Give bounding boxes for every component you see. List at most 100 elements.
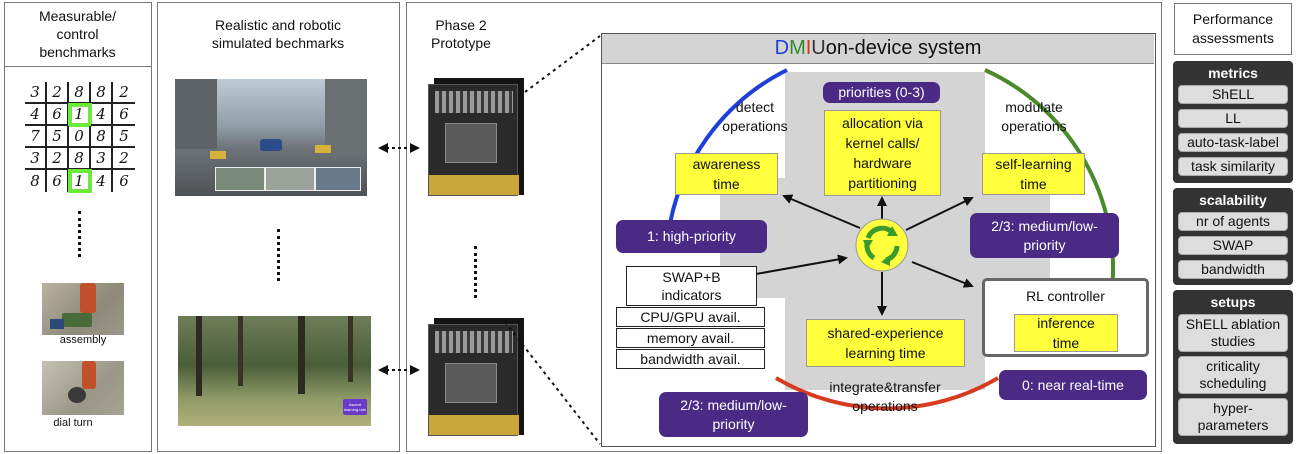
dmiu-title-d: D [774, 37, 790, 59]
setup1-line2: studies [1210, 333, 1256, 349]
digit-cell: 7 [25, 126, 47, 148]
forest-simulation-image: Ascent learning rate [178, 316, 371, 426]
setup2-line2: scheduling [1199, 375, 1267, 391]
setups-title: setups [1210, 294, 1256, 310]
inference-line2: time [1052, 335, 1080, 351]
swapb-line2: indicators [661, 287, 722, 303]
digit-cell: 3 [25, 82, 47, 104]
med-low-right-line1: 2/3: medium/low- [991, 217, 1098, 234]
digit-cell: 5 [113, 126, 135, 148]
med-low-left-line2: priority [712, 415, 755, 432]
realistic-title: Realistic and robotic simulated bechmark… [158, 16, 398, 52]
digit-cell: 1 [68, 169, 92, 193]
allocation-line1: allocation via [842, 115, 923, 131]
performance-title-box: Performance assessments [1174, 3, 1292, 55]
modulate-operations-label: modulate operations [984, 98, 1084, 136]
shared-line1: shared-experience [827, 325, 944, 341]
awareness-time-box: awareness time [675, 153, 778, 195]
awareness-line1: awareness [692, 156, 761, 172]
dmiu-title-i: I [805, 37, 812, 59]
med-low-left-line1: 2/3: medium/low- [680, 396, 787, 413]
digit-cell: 6 [113, 104, 135, 126]
metric-ll: LL [1178, 109, 1288, 128]
measurable-title-divider [5, 66, 151, 67]
near-real-time-badge: 0: near real-time [999, 370, 1147, 400]
digit-cell: 4 [25, 104, 47, 126]
phase2-title-line1: Phase 2 [435, 17, 487, 33]
med-low-priority-right-badge: 2/3: medium/low- priority [970, 213, 1119, 258]
swapb-line1: SWAP+B [662, 269, 721, 285]
modulate-line1: modulate [1005, 99, 1063, 115]
metric-task-similarity: task similarity [1178, 157, 1288, 176]
digit-cell: 2 [47, 82, 69, 104]
modulate-line2: operations [1001, 118, 1067, 134]
realistic-panel: Realistic and robotic simulated bechmark… [157, 2, 400, 452]
scalability-bandwidth: bandwidth [1178, 260, 1288, 279]
self-learning-line1: self-learning [995, 156, 1072, 172]
digit-cell: 4 [91, 170, 113, 192]
detect-line1: detect [735, 99, 775, 115]
self-learning-line2: time [1020, 176, 1047, 192]
prototype-chip-top [428, 78, 525, 198]
inference-line1: inference [1037, 315, 1095, 331]
detect-operations-label: detect operations [710, 98, 800, 136]
realistic-title-line2: simulated bechmarks [211, 35, 345, 51]
digit-cell: 3 [91, 148, 113, 170]
assembly-label: assembly [59, 334, 107, 346]
memory-avail-box: memory avail. [616, 328, 765, 348]
self-learning-time-box: self-learning time [982, 153, 1085, 195]
digit-cell: 6 [47, 104, 69, 126]
realistic-title-line1: Realistic and robotic [214, 17, 342, 33]
digit-cell: 8 [69, 148, 91, 170]
integrate-line1: integrate&transfer [829, 379, 941, 395]
digit-cell: 0 [69, 126, 91, 148]
metric-shell: ShELL [1178, 85, 1288, 104]
scalability-group: scalability nr of agents SWAP bandwidth [1173, 188, 1293, 285]
cpu-gpu-avail-box: CPU/GPU avail. [616, 307, 765, 327]
dmiu-title-rest: on-device system [825, 37, 982, 59]
shared-line2: learning time [845, 345, 926, 361]
digit-cell: 3 [25, 148, 47, 170]
measurable-title-line2: control [56, 26, 99, 42]
vertical-ellipsis [78, 211, 81, 257]
dmiu-title-m: M [789, 37, 806, 59]
digit-cell: 8 [91, 82, 113, 104]
metric-auto-task-label: auto-task-label [1178, 133, 1288, 152]
integrate-line2: operations [852, 398, 918, 414]
digit-cell: 6 [47, 170, 69, 192]
dial-turn-image [42, 361, 124, 415]
dmiu-title-u: U [811, 37, 826, 59]
city-simulation-image [175, 79, 367, 196]
allocation-line2: kernel calls/ [845, 135, 920, 151]
setup3-line2: parameters [1197, 417, 1269, 433]
scalability-swap: SWAP [1178, 236, 1288, 255]
phase2-title-line2: Prototype [431, 35, 491, 51]
sim-vertical-ellipsis [277, 229, 280, 281]
setup-hyperparameters: hyper- parameters [1178, 398, 1288, 436]
digit-cell: 8 [91, 126, 113, 148]
digit-cell: 8 [25, 170, 47, 192]
measurable-title-line3: benchmarks [39, 44, 116, 60]
measurable-title-line1: Measurable/ [38, 8, 117, 24]
digit-cell: 5 [47, 126, 69, 148]
phase2-title: Phase 2 Prototype [413, 16, 509, 52]
sim-badge: Ascent learning rate [343, 399, 367, 415]
swapb-indicators-box: SWAP+B indicators [626, 266, 757, 306]
metrics-group: metrics ShELL LL auto-task-label task si… [1173, 61, 1293, 183]
setup-criticality: criticality scheduling [1178, 356, 1288, 394]
detect-line2: operations [722, 118, 788, 134]
bandwidth-avail-box: bandwidth avail. [616, 349, 765, 369]
high-priority-badge: 1: high-priority [616, 220, 767, 253]
measurable-title: Measurable/ control benchmarks [5, 7, 150, 61]
setup3-line1: hyper- [1213, 400, 1253, 416]
shared-experience-box: shared-experience learning time [806, 319, 965, 367]
digit-cell: 8 [69, 82, 91, 104]
scalability-agents: nr of agents [1178, 212, 1288, 231]
digit-cell: 2 [113, 82, 135, 104]
performance-title-line1: Performance [1192, 11, 1274, 27]
prototype-chip-bottom [428, 318, 525, 438]
allocation-line4: partitioning [848, 175, 917, 191]
